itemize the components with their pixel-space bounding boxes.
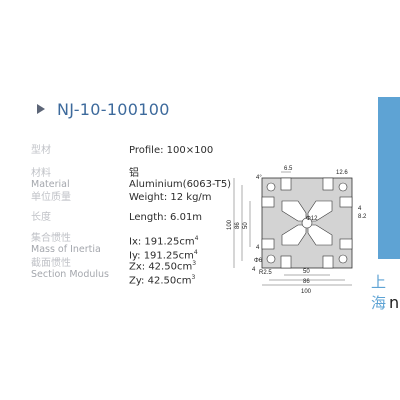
corner-hole-tl [266, 182, 276, 192]
profile-title-row: NJ-10-100100 [37, 99, 170, 119]
spec-label-en: Section Modulus [31, 269, 109, 280]
dim-bottom-4: 4 [252, 267, 256, 273]
dim-bottom-r: R2.5 [259, 270, 272, 276]
top-slot-right [322, 177, 334, 191]
spec-value: Profile: 100×100 [129, 145, 214, 156]
zx-exponent: 3 [192, 260, 197, 267]
spec-value: Zx: 42.50cm3 Zy: 42.50cm3 [129, 258, 196, 287]
right-slot-top [339, 196, 353, 208]
spec-value: Ix: 191.25cm4 Iy: 191.25cm4 [129, 233, 198, 262]
profile-title: NJ-10-100100 [57, 99, 170, 119]
right-slot-bottom [339, 238, 353, 250]
zx-value: Zx: 42.50cm [129, 261, 193, 273]
corner-hole-tr [338, 182, 348, 192]
spec-label-en: Mass of Inertia [31, 244, 101, 255]
left-slot-bottom [261, 238, 275, 250]
dim-right-b: 8.2 [358, 214, 367, 220]
spec-row-weight: 单位质量 Weight: 12 kg/m [31, 192, 241, 212]
left-slot-top [261, 196, 275, 208]
zy-exponent: 3 [191, 274, 196, 282]
side-text-cn: 上海 [371, 273, 387, 312]
corner-hole-br [338, 254, 348, 264]
spec-value: Weight: 12 kg/m [129, 192, 212, 203]
spec-label-cn: 材料 [31, 168, 51, 179]
bottom-slot-right [322, 255, 334, 269]
spec-label-cn: 集合惯性 [31, 233, 71, 244]
ix-exponent: 4 [194, 235, 199, 242]
corner-hole-bl [266, 254, 276, 264]
spec-row-inertia: 集合惯性 Mass of Inertia Ix: 191.25cm4 Iy: 1… [31, 233, 241, 262]
spec-value: 铝 Aluminium(6063-T5) [129, 168, 231, 190]
dim-left-86: 86 [235, 222, 241, 229]
ix-value: Ix: 191.25cm [129, 236, 195, 248]
dim-bottom-50: 50 [303, 269, 310, 275]
spec-value: Length: 6.01m [129, 212, 203, 223]
spec-value-cn: 铝 [129, 168, 139, 179]
dim-side-4: 4 [256, 245, 260, 251]
dim-bottom-100: 100 [301, 289, 312, 295]
iy-value: Iy: 191.25cm [129, 250, 194, 262]
triangle-bullet-icon [37, 104, 45, 114]
bottom-slot-left [280, 255, 292, 269]
dim-right-a: 4 [358, 206, 362, 212]
spec-row-material: 材料 Material 铝 Aluminium(6063-T5) [31, 168, 241, 192]
dim-center-hole: Φ12 [306, 216, 318, 222]
spec-label-cn: 长度 [31, 212, 51, 223]
iy-exponent: 4 [193, 249, 198, 257]
center-hole [301, 217, 313, 229]
accent-bar [378, 97, 400, 259]
spec-row-model: 型材 Profile: 100×100 [31, 145, 241, 168]
spec-row-modulus: 截面惯性 Section Modulus Zx: 42.50cm3 Zy: 42… [31, 258, 241, 287]
spec-label-cn: 型材 [31, 145, 51, 156]
dim-left-100: 100 [227, 219, 233, 230]
dim-left-50: 50 [243, 222, 249, 229]
spec-table: 型材 Profile: 100×100 材料 Material 铝 Alumin… [31, 145, 241, 287]
zy-value: Zy: 42.50cm [129, 275, 192, 287]
dim-bottom-86: 86 [303, 279, 310, 285]
dim-left-angle: 4° [256, 175, 262, 181]
side-letter: n [389, 293, 400, 312]
spec-row-length: 长度 Length: 6.01m [31, 212, 241, 233]
spec-label-en: Material [31, 179, 70, 190]
spec-value-en: Aluminium(6063-T5) [129, 179, 232, 190]
dim-phi6: Φ6 [254, 258, 263, 264]
spec-label-cn: 截面惯性 [31, 258, 71, 269]
profile-cross-section-drawing: 6.5 12.6 4° Φ12 4 8.2 100 86 50 4 Φ6 4 R… [227, 166, 367, 295]
dim-top-slot: 6.5 [284, 166, 293, 172]
spec-label-cn: 单位质量 [31, 192, 71, 203]
dim-top-right: 12.6 [336, 170, 348, 176]
top-slot-left [280, 177, 292, 191]
